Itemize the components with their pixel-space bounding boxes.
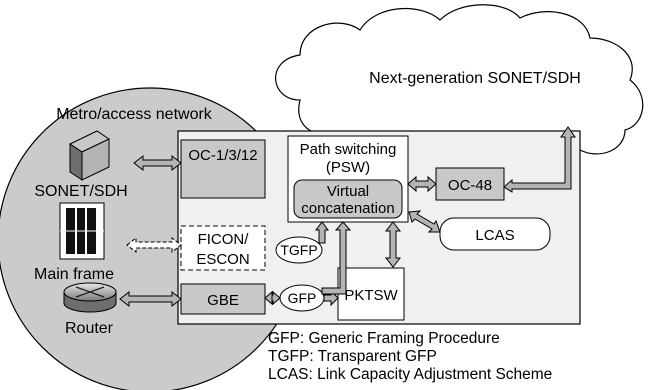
arrow-gfp-gbe: [271, 290, 281, 306]
metro-network-label: Metro/access network: [56, 106, 213, 123]
lcas-label: LCAS: [475, 227, 514, 244]
vcat-label-line2: concatenation: [301, 200, 394, 217]
ficon-label-line2: ESCON: [196, 251, 249, 268]
gfp-label: GFP: [288, 290, 317, 306]
oc-48-label: OC-48: [448, 177, 492, 194]
arrow-sonet-oc: [133, 154, 182, 172]
tgfp-label: TGFP: [280, 242, 317, 258]
arrow-tgfp-vcat: [315, 221, 329, 244]
pktsw-box: [337, 267, 405, 321]
mainframe-label: Main frame: [34, 266, 114, 283]
arrow-mainframe-ficon: [126, 236, 182, 254]
arrow-vcat-oc48: [407, 175, 437, 193]
cloud-label: Next-generation SONET/SDH: [369, 70, 581, 87]
oc-48-port: [435, 167, 505, 201]
ficon-label-line1: FICON/: [198, 231, 250, 248]
vcat-label-line1: Virtual: [327, 183, 369, 200]
sonet-sdh-device-label: SONET/SDH: [34, 183, 127, 200]
legend-lcas: LCAS: Link Capacity Adjustment Scheme: [268, 366, 553, 383]
tgfp-block: [275, 236, 323, 264]
lcas-box: [439, 217, 551, 251]
virtual-concatenation-box: [293, 179, 403, 219]
oc-1-3-12-label: OC-1/3/12: [188, 147, 257, 164]
arrow-oc48-cloud: [503, 126, 576, 193]
legend-tgfp: TGFP: Transparent GFP: [268, 348, 437, 365]
mainframe-icon: [59, 202, 105, 260]
oc-1-3-12-port: [180, 139, 266, 199]
router-label: Router: [65, 320, 114, 337]
arrow-gfp-vcat: [321, 221, 352, 295]
arrow-router-gbe: [119, 290, 182, 308]
psw-label-line2: (PSW): [326, 159, 370, 176]
gbe-label: GBE: [207, 292, 239, 309]
ficon-escon-port: [180, 225, 266, 271]
arrow-psw-pktsw: [384, 221, 402, 268]
psw-label-line1: Path switching: [300, 141, 397, 158]
legend: GFP: Generic Framing Procedure TGFP: Tra…: [268, 330, 552, 384]
sonet-sdh-device-icon: [68, 130, 111, 181]
legend-gfp: GFP: Generic Framing Procedure: [268, 330, 500, 347]
pktsw-label: PKTSW: [344, 287, 398, 304]
arrow-vcat-lcas: [408, 210, 441, 233]
gbe-port: [180, 283, 266, 315]
router-icon: [63, 282, 117, 313]
